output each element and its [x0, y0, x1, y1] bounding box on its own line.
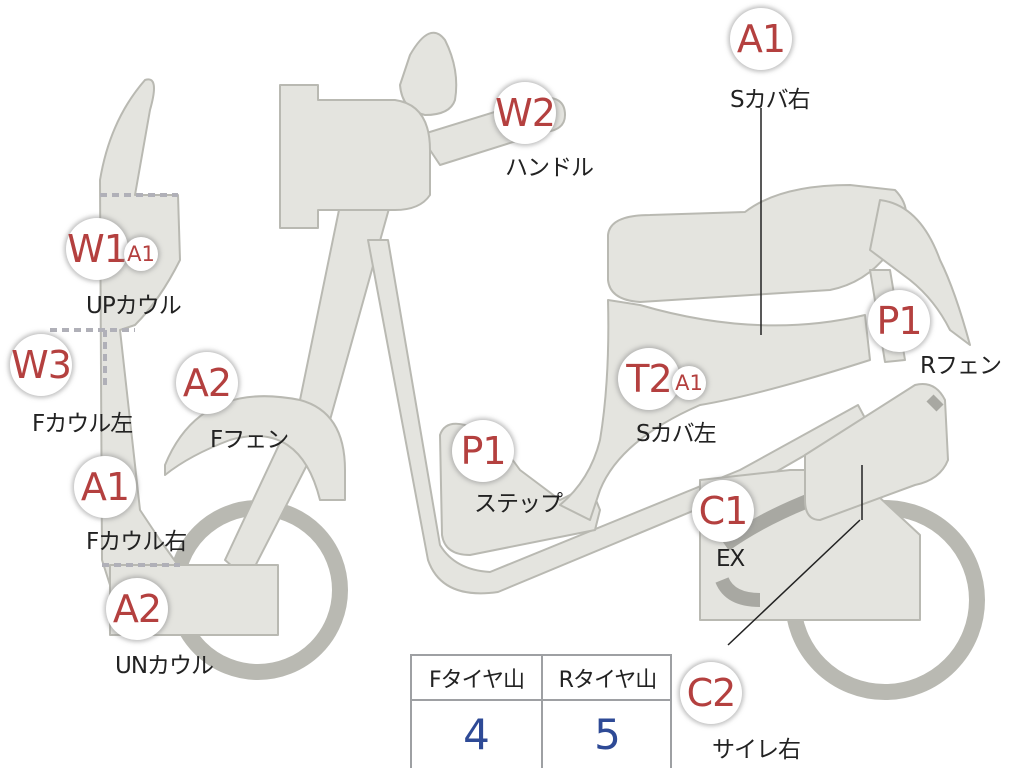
label-ex: EX — [716, 546, 745, 572]
badge-a1-fcowl: A1 — [74, 456, 136, 518]
label-step: ステップ — [474, 491, 563, 517]
value-rear-tire: 5 — [594, 710, 621, 759]
muffler — [804, 383, 949, 521]
badge-a1-top: A1 — [730, 8, 792, 70]
exhaust-bend — [715, 576, 761, 607]
badge-a2-ffender: A2 — [176, 352, 238, 414]
headlight-cowl — [279, 84, 431, 229]
label-s-cover-right: Sカバ右 — [730, 87, 811, 113]
label-silencer-right: サイレ右 — [712, 737, 801, 763]
windscreen — [399, 31, 458, 116]
label-f-cowl-left: Fカウル左 — [32, 411, 133, 437]
badge-w1: W1 — [66, 218, 128, 280]
header-front-tire: Fタイヤ山 — [412, 656, 541, 701]
leader-c2 — [727, 519, 861, 646]
badge-a2-under: A2 — [106, 578, 168, 640]
label-under-cowl: UNカウル — [115, 653, 214, 679]
badge-w2: W2 — [494, 82, 556, 144]
badge-t2: T2 — [618, 348, 680, 410]
badge-c1: C1 — [692, 480, 754, 542]
badge-t2-sub: A1 — [672, 366, 706, 400]
muffler-tip — [926, 394, 944, 412]
tire-tread-table: Fタイヤ山 Rタイヤ山 4 5 — [410, 654, 672, 768]
engine — [699, 469, 921, 621]
label-f-cowl-right: Fカウル右 — [86, 529, 187, 555]
badge-w1-sub: A1 — [124, 237, 158, 271]
tail-cowl — [869, 199, 971, 346]
label-s-cover-left: Sカバ左 — [636, 421, 717, 447]
front-cowl — [99, 78, 181, 586]
label-f-fender: Fフェン — [210, 427, 289, 453]
label-up-cowl: UPカウル — [86, 293, 182, 319]
label-r-fender: Rフェン — [920, 353, 1002, 379]
header-rear-tire: Rタイヤ山 — [543, 656, 672, 701]
badge-p1-step: P1 — [452, 420, 514, 482]
badge-w3: W3 — [10, 334, 72, 396]
seat — [607, 184, 908, 303]
label-handle: ハンドル — [505, 155, 594, 181]
table-divider — [541, 656, 543, 768]
badge-p1-rfender: P1 — [868, 290, 930, 352]
value-front-tire: 4 — [463, 710, 490, 759]
badge-c2: C2 — [680, 662, 742, 724]
